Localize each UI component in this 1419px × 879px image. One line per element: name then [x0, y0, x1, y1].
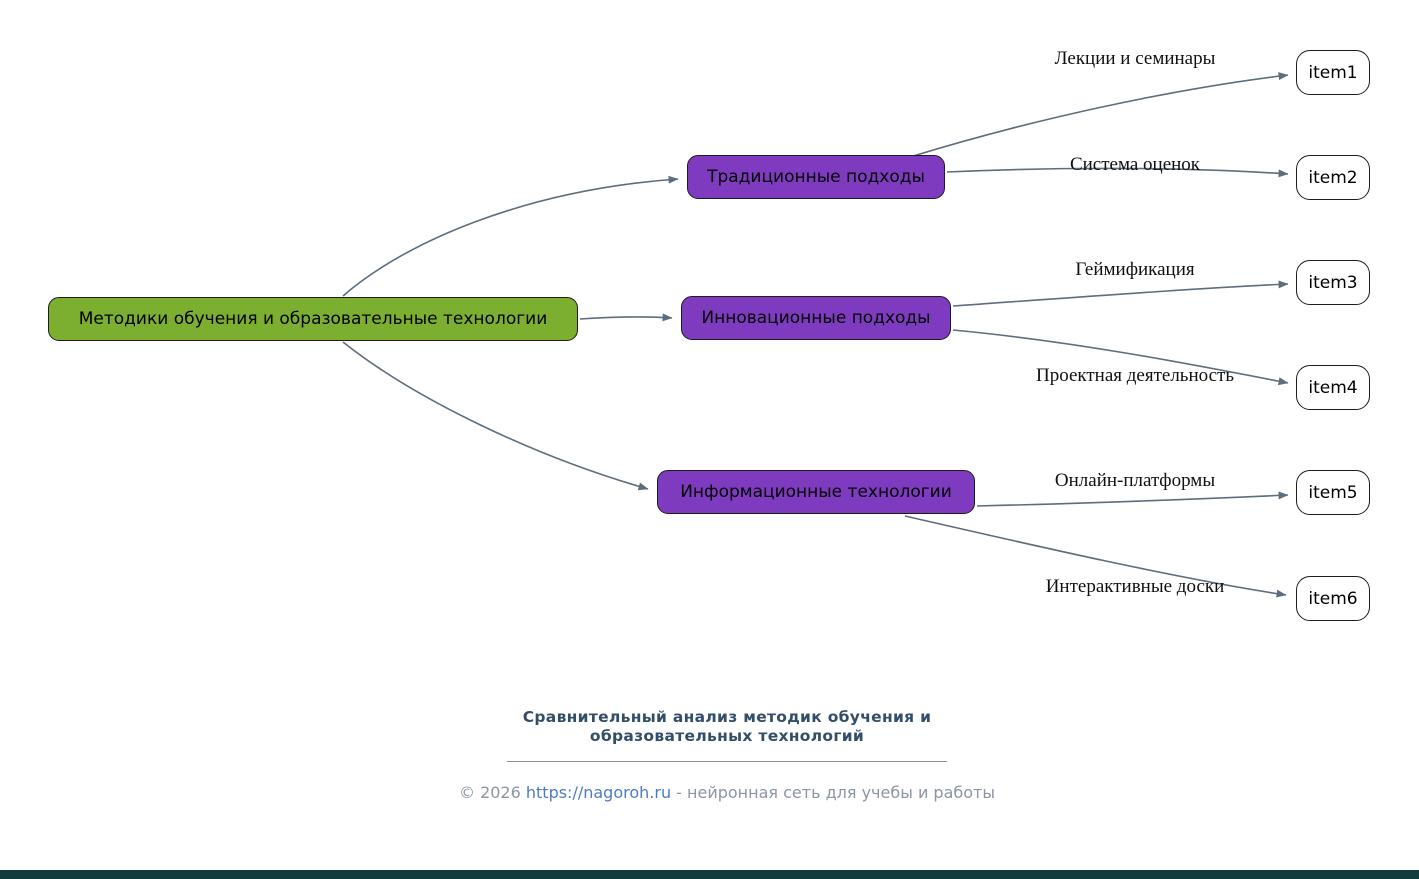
- edge-label-gamification: Геймификация: [1075, 259, 1195, 280]
- edge-root-to-traditional: [342, 175, 679, 297]
- leaf-node-item5: item5: [1296, 470, 1370, 515]
- root-node: Методики обучения и образовательные техн…: [48, 297, 578, 341]
- footer-divider: [507, 761, 947, 762]
- edge-traditional-to-item1: [909, 72, 1289, 158]
- edge-label-grading: Система оценок: [1069, 154, 1201, 175]
- branch-node-traditional-label: Традиционные подходы: [707, 167, 925, 187]
- leaf-node-item1: item1: [1296, 50, 1370, 95]
- leaf-node-item2: item2: [1296, 155, 1370, 200]
- edge-label-lectures: Лекции и семинары: [1054, 48, 1216, 69]
- leaf-node-item3-label: item3: [1308, 272, 1358, 293]
- footer-copyright: © 2026 https://nagoroh.ru - нейронная се…: [327, 783, 1127, 802]
- branch-node-informational: Информационные технологии: [657, 470, 975, 514]
- edge-innovative-to-item3: [952, 280, 1289, 307]
- footer-title: Сравнительный анализ методик обучения и …: [427, 708, 1027, 746]
- copyright-suffix: - нейронная сеть для учебы и работы: [671, 783, 995, 802]
- leaf-node-item3: item3: [1296, 260, 1370, 305]
- copyright-prefix: © 2026: [458, 783, 526, 802]
- leaf-node-item4: item4: [1296, 365, 1370, 410]
- leaf-node-item6: item6: [1296, 576, 1370, 621]
- leaf-node-item6-label: item6: [1308, 588, 1358, 609]
- branch-node-traditional: Традиционные подходы: [687, 155, 945, 199]
- site-link[interactable]: https://nagoroh.ru: [525, 783, 672, 802]
- footer-title-line1: Сравнительный анализ методик обучения и: [522, 708, 932, 726]
- edge-label-interactive-boards: Интерактивные доски: [1045, 576, 1225, 597]
- edge-informational-to-item5: [976, 491, 1289, 507]
- bottom-bar: [0, 870, 1419, 879]
- edge-root-to-innovative: [579, 313, 673, 322]
- branch-node-innovative: Инновационные подходы: [681, 296, 951, 340]
- branch-node-innovative-label: Инновационные подходы: [701, 308, 931, 328]
- leaf-node-item1-label: item1: [1308, 62, 1358, 83]
- edge-root-to-informational: [342, 341, 649, 491]
- edge-label-online-platforms: Онлайн-платформы: [1054, 470, 1216, 491]
- branch-node-informational-label: Информационные технологии: [680, 482, 952, 502]
- edge-label-projects: Проектная деятельность: [1035, 365, 1235, 386]
- leaf-node-item5-label: item5: [1308, 482, 1358, 503]
- leaf-node-item2-label: item2: [1308, 167, 1358, 188]
- footer-title-line2: образовательных технологий: [589, 727, 865, 745]
- leaf-node-item4-label: item4: [1308, 377, 1358, 398]
- root-node-label: Методики обучения и образовательные техн…: [78, 309, 548, 329]
